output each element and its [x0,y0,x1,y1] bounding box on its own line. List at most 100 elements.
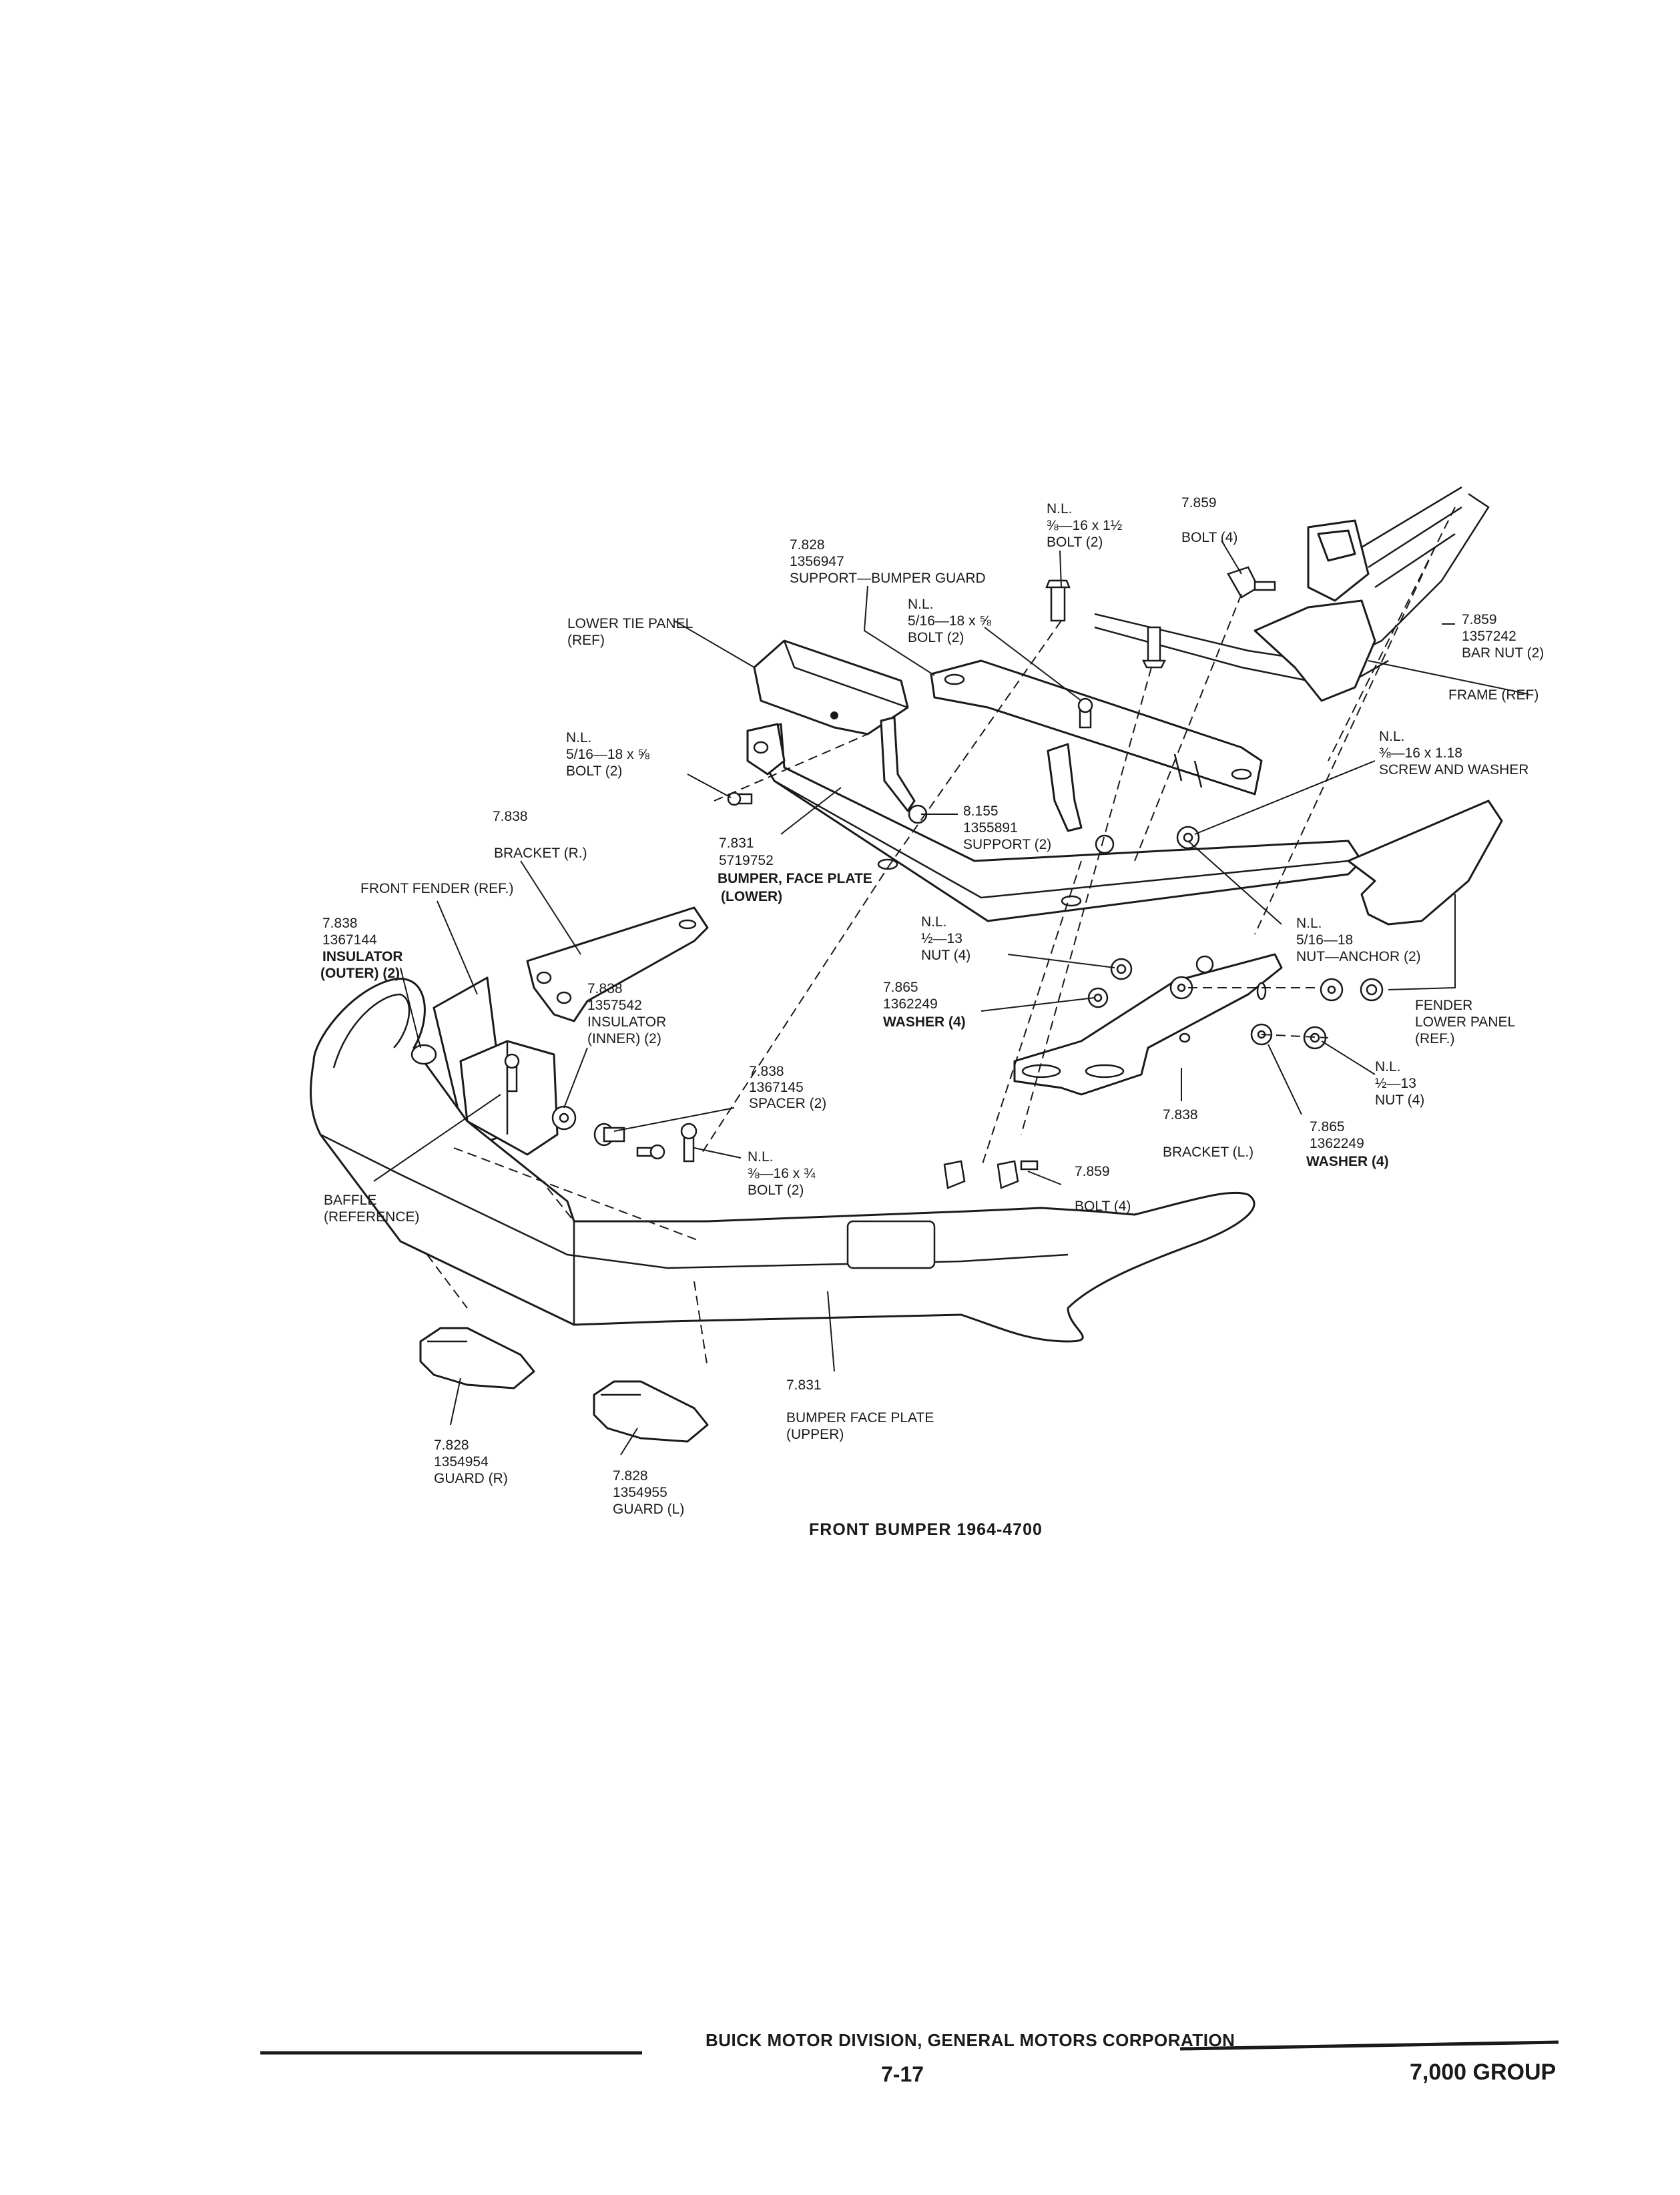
svg-text:FRONT FENDER (REF.): FRONT FENDER (REF.) [360,881,513,896]
bracket-left [1013,953,1283,1096]
svg-text:N.L.: N.L. [908,597,934,612]
svg-text:BRACKET (R.): BRACKET (R.) [494,846,587,861]
svg-text:⅜—16 x 1.18: ⅜—16 x 1.18 [1379,745,1462,761]
svg-text:7.859: 7.859 [1075,1164,1110,1179]
svg-text:NUT (4): NUT (4) [921,948,970,963]
nut-icon [1110,958,1133,980]
svg-text:N.L.: N.L. [921,914,947,930]
label-bracket-l-num: 7.838 [1163,1107,1198,1123]
washer-icon [551,1105,577,1131]
svg-text:1362249: 1362249 [1310,1136,1364,1151]
svg-text:(OUTER) (2): (OUTER) (2) [320,966,400,981]
svg-text:7.865: 7.865 [883,980,918,995]
svg-text:N.L.: N.L. [1379,729,1405,744]
nut-icon [1176,826,1200,850]
svg-text:8.155: 8.155 [963,804,999,819]
svg-text:INSULATOR: INSULATOR [322,949,403,964]
svg-text:7.828: 7.828 [790,537,825,553]
nut-icon [1095,834,1115,854]
svg-text:½—13: ½—13 [1375,1076,1416,1091]
label-lower-tie-panel: LOWER TIE PANEL (REF) [567,616,693,648]
spacer-icon [593,1123,625,1147]
bumper-face-plate-lower [746,723,1363,922]
svg-text:LOWER PANEL: LOWER PANEL [1415,1014,1515,1030]
bolt-icon [1020,1160,1039,1171]
svg-text:5719752: 5719752 [719,853,774,868]
svg-text:1354955: 1354955 [613,1485,667,1500]
bolt-icon [504,1053,520,1092]
bolt-icon [1141,626,1167,669]
svg-text:BOLT (2): BOLT (2) [748,1183,804,1198]
bolt-icon [997,1160,1019,1189]
svg-text:NUT (4): NUT (4) [1375,1092,1424,1108]
svg-text:7.859: 7.859 [1462,612,1497,627]
footer-company: BUICK MOTOR DIVISION, GENERAL MOTORS COR… [706,2030,1235,2050]
svg-text:SUPPORT (2): SUPPORT (2) [963,837,1051,852]
guard-left [593,1380,709,1443]
bolt-icon [1227,566,1276,599]
svg-text:WASHER (4): WASHER (4) [1306,1154,1389,1169]
svg-text:SPACER (2): SPACER (2) [749,1096,826,1111]
svg-text:5/16—18 x ⅝: 5/16—18 x ⅝ [566,747,649,762]
svg-text:1355891: 1355891 [963,820,1018,836]
svg-text:(REF): (REF) [567,633,605,648]
bolt-icon [943,1160,966,1189]
bolt-icon [636,1144,665,1160]
svg-text:7.828: 7.828 [434,1438,469,1453]
nut-icon [1360,978,1384,1002]
svg-text:N.L.: N.L. [748,1149,774,1165]
svg-text:BUMPER FACE PLATE: BUMPER FACE PLATE [786,1410,934,1426]
svg-text:BOLT (2): BOLT (2) [566,763,622,779]
label-bracket-l: BRACKET (L.) [1163,1145,1253,1160]
svg-text:BAR NUT (2): BAR NUT (2) [1462,645,1544,661]
svg-text:7.838: 7.838 [749,1064,784,1079]
label-frame: FRAME (REF) [1448,687,1538,703]
svg-text:WASHER (4): WASHER (4) [883,1014,966,1030]
svg-text:BOLT (2): BOLT (2) [1047,535,1103,550]
leader-lines [373,540,1529,1456]
hardware [504,566,1384,1189]
svg-text:BOLT (4): BOLT (4) [1075,1199,1131,1214]
svg-text:7.828: 7.828 [613,1468,648,1484]
svg-text:N.L.: N.L. [566,730,592,745]
footer-page-number: 7-17 [881,2062,924,2086]
svg-text:N.L.: N.L. [1296,916,1322,931]
svg-text:FRAME (REF): FRAME (REF) [1448,687,1538,703]
svg-text:(LOWER): (LOWER) [721,889,782,904]
svg-text:7.859: 7.859 [1181,495,1217,511]
baffle-reference [433,976,559,1156]
footer-rule-right [1179,2040,1559,2051]
bolt-icon [680,1123,697,1163]
svg-text:1357242: 1357242 [1462,629,1516,644]
svg-text:⅜—16 x 1½: ⅜—16 x 1½ [1047,518,1122,533]
svg-text:1362249: 1362249 [883,996,938,1012]
svg-text:1357542: 1357542 [587,998,642,1013]
label-bracket-r: BRACKET (R.) [494,846,587,861]
svg-text:7.838: 7.838 [1163,1107,1198,1123]
svg-text:LOWER TIE PANEL: LOWER TIE PANEL [567,616,693,631]
svg-text:NUT—ANCHOR (2): NUT—ANCHOR (2) [1296,949,1421,964]
svg-text:INSULATOR: INSULATOR [587,1014,666,1030]
label-front-fender: FRONT FENDER (REF.) [360,881,513,896]
svg-text:1367145: 1367145 [749,1080,804,1095]
svg-text:BOLT (4): BOLT (4) [1181,530,1237,545]
svg-text:7.865: 7.865 [1310,1119,1345,1135]
bolt-icon [1077,697,1093,729]
svg-text:5/16—18 x ⅝: 5/16—18 x ⅝ [908,613,991,629]
